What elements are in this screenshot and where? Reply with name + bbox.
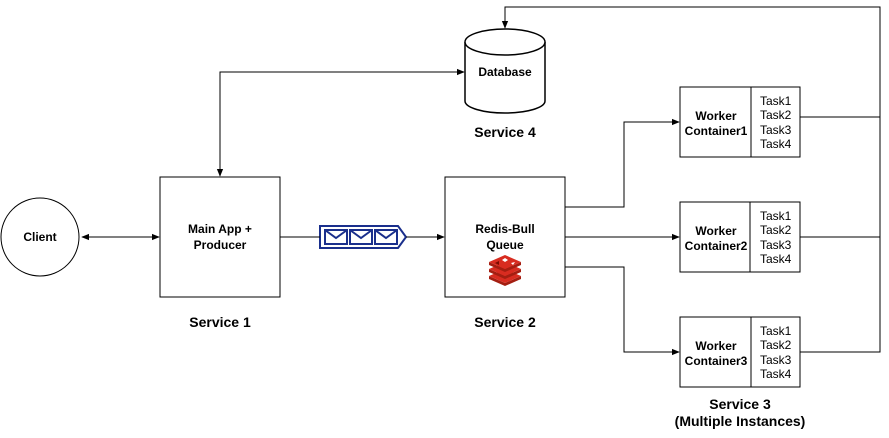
worker-1-label-line2: Container1 xyxy=(685,124,748,138)
main-app-node: Main App + Producer xyxy=(159,176,281,298)
worker-2-task: Task2 xyxy=(760,223,792,237)
queue-label-line2: Queue xyxy=(486,238,524,252)
service-3-label-line1: Service 3 xyxy=(709,396,771,412)
worker-1-label-line1: Worker xyxy=(695,109,736,123)
worker-container-1: Worker Container1 Task1 Task2 Task3 Task… xyxy=(679,86,801,158)
worker-3-task: Task2 xyxy=(760,338,792,352)
service-3-label-line2: (Multiple Instances) xyxy=(675,413,806,429)
worker-container-3: Worker Container3 Task1 Task2 Task3 Task… xyxy=(679,316,801,388)
worker-container-2: Worker Container2 Task1 Task2 Task3 Task… xyxy=(679,201,801,273)
worker-3-label-line1: Worker xyxy=(695,339,736,353)
service-4-label: Service 4 xyxy=(474,124,536,140)
redis-icon xyxy=(489,255,521,286)
main-app-label-line2: Producer xyxy=(194,238,247,252)
workers-to-database-connector xyxy=(501,6,881,118)
service-1-label: Service 1 xyxy=(189,314,251,330)
queue-to-worker-1-arrow xyxy=(565,118,680,208)
client-node: Client xyxy=(0,197,80,277)
queue-label-line1: Redis-Bull xyxy=(475,222,534,236)
worker-3-task: Task1 xyxy=(760,324,792,338)
worker-3-label-line2: Container3 xyxy=(685,354,748,368)
worker-1-task: Task3 xyxy=(760,123,792,137)
queue-to-worker-3-arrow xyxy=(565,266,680,356)
worker-2-label-line1: Worker xyxy=(695,224,736,238)
service-2-label: Service 2 xyxy=(474,314,536,330)
worker-2-task: Task3 xyxy=(760,238,792,252)
worker-2-task: Task1 xyxy=(760,209,792,223)
worker-3-task: Task3 xyxy=(760,353,792,367)
main-app-database-connector xyxy=(216,68,465,177)
worker-1-task: Task4 xyxy=(760,137,792,151)
message-queue-icon xyxy=(319,225,408,249)
worker-2-task: Task4 xyxy=(760,252,792,266)
redis-queue-node: Redis-Bull Queue xyxy=(444,176,566,298)
worker-1-task: Task1 xyxy=(760,94,792,108)
database-label: Database xyxy=(478,65,532,79)
client-label: Client xyxy=(23,230,56,244)
database-node: Database xyxy=(464,28,546,114)
worker-3-task: Task4 xyxy=(760,367,792,381)
worker-2-label-line2: Container2 xyxy=(685,239,748,253)
main-app-label-line1: Main App + xyxy=(188,222,252,236)
worker-3-to-database-line xyxy=(800,117,881,353)
worker-1-task: Task2 xyxy=(760,108,792,122)
